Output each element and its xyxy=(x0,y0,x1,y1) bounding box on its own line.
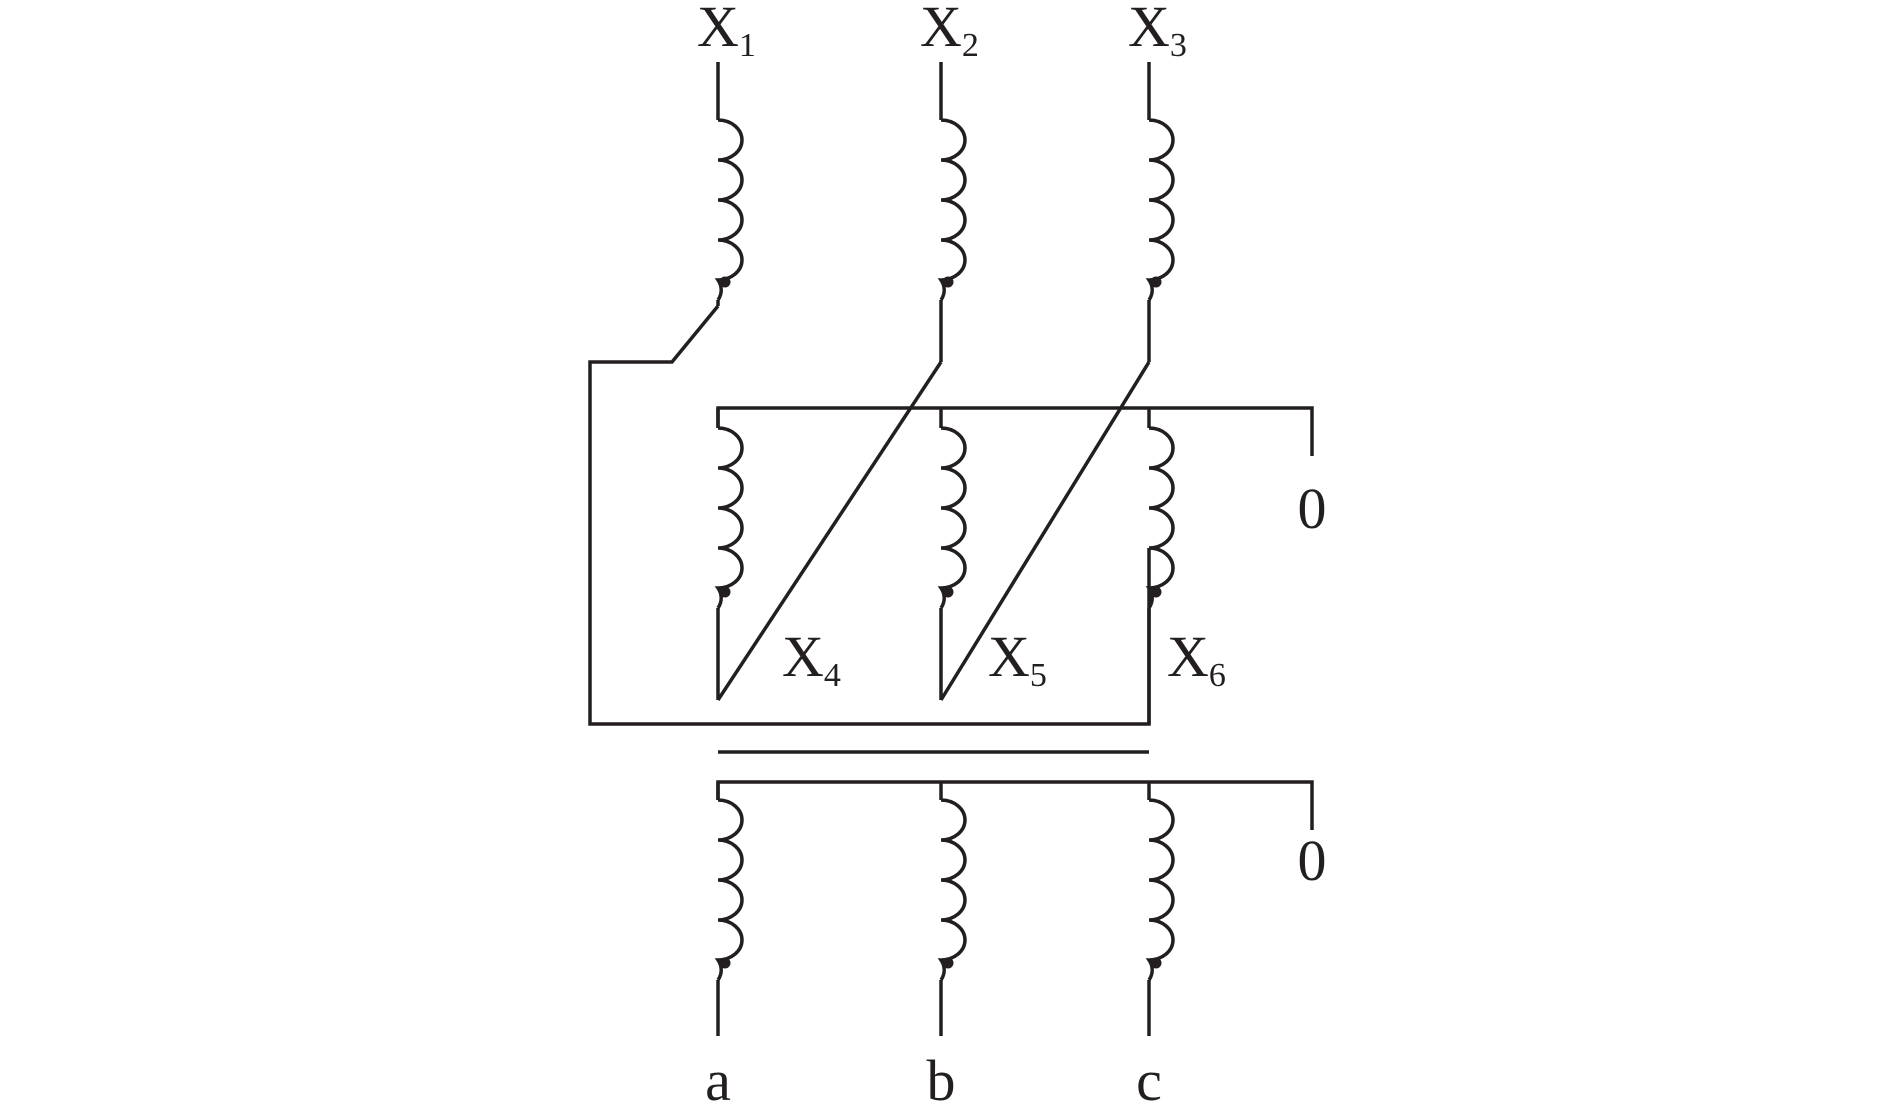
winding-x5-polarity-dot xyxy=(942,586,954,598)
winding-x6-coil xyxy=(1145,426,1175,609)
label-neutral-lower: 0 xyxy=(1298,828,1327,893)
label-terminal-b: b xyxy=(927,1048,956,1106)
label-x4: X4 xyxy=(782,624,841,694)
label-x2: X2 xyxy=(920,0,979,64)
winding-x4 xyxy=(714,408,744,700)
winding-x1 xyxy=(714,62,744,306)
lower-neutral-bus xyxy=(716,780,1314,830)
winding-x6 xyxy=(1145,408,1175,724)
wire-x1-to-outer-loop xyxy=(588,304,1151,726)
winding-x6-polarity-dot xyxy=(1150,586,1162,598)
winding-x3-polarity-dot xyxy=(1150,276,1162,288)
middle-winding-group xyxy=(714,406,1314,724)
middle-neutral-bus xyxy=(716,406,1314,456)
winding-x5-coil xyxy=(937,426,967,609)
winding-c-polarity-dot xyxy=(1150,957,1162,969)
winding-x1-polarity-dot xyxy=(719,276,731,288)
label-neutral-middle: 0 xyxy=(1298,476,1327,541)
label-x3: X3 xyxy=(1128,0,1187,64)
winding-x2-coil xyxy=(937,118,967,301)
label-x1: X1 xyxy=(697,0,756,64)
label-x5: X5 xyxy=(988,624,1047,694)
winding-x1-coil xyxy=(714,118,744,301)
label-x6: X6 xyxy=(1167,624,1226,694)
wire-x3-to-x5 xyxy=(939,361,1151,701)
winding-x5 xyxy=(937,408,967,700)
winding-x3 xyxy=(1145,62,1175,362)
label-terminal-c: c xyxy=(1136,1048,1162,1106)
winding-x2-polarity-dot xyxy=(942,276,954,288)
winding-b-polarity-dot xyxy=(942,957,954,969)
terminal-labels: X1 X2 X3 X4 X5 X6 0 0 a b c xyxy=(697,0,1327,1106)
winding-x4-polarity-dot xyxy=(719,586,731,598)
lower-winding-group xyxy=(714,780,1314,1036)
winding-a-polarity-dot xyxy=(719,957,731,969)
winding-a xyxy=(714,782,744,1036)
winding-x3-coil xyxy=(1145,118,1175,301)
top-winding-group xyxy=(714,62,1175,362)
winding-b xyxy=(937,782,967,1036)
winding-c-coil xyxy=(1145,798,1175,981)
wire-x2-to-x4 xyxy=(716,361,943,701)
interconnect-wires xyxy=(588,304,1151,726)
winding-c xyxy=(1145,782,1175,1036)
winding-b-coil xyxy=(937,798,967,981)
winding-x2 xyxy=(937,62,967,362)
winding-x4-coil xyxy=(714,426,744,609)
winding-a-coil xyxy=(714,798,744,981)
label-terminal-a: a xyxy=(705,1048,731,1106)
